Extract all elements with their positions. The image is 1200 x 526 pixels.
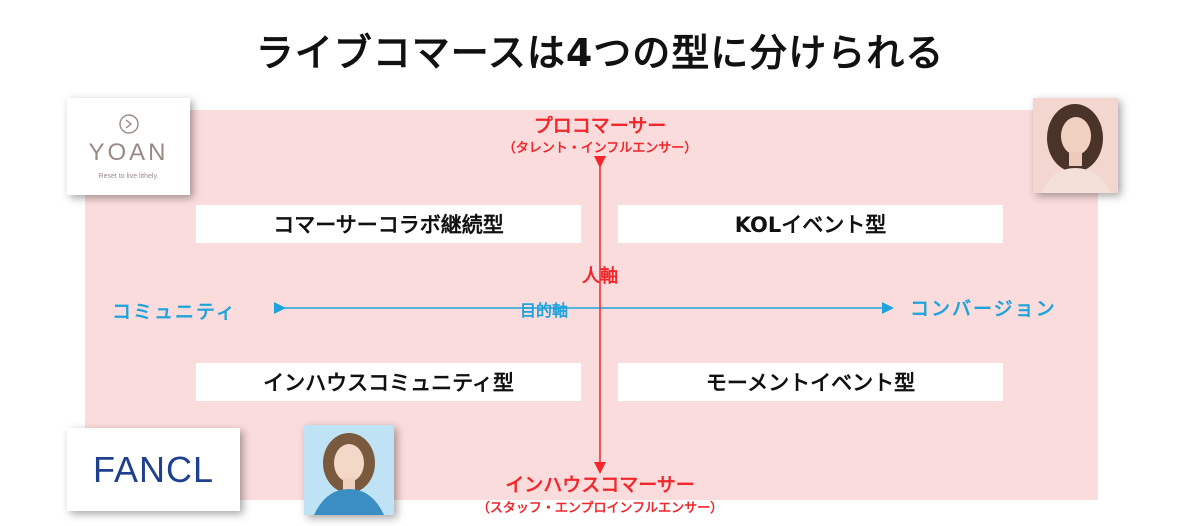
influencer-photo [1033,98,1118,193]
top-axis-label: プロコマーサー [533,115,667,137]
page-title: ライブコマースは4つの型に分けられる [255,31,945,75]
quadrant-bottom-right: モーメントイベント型 [618,363,1003,401]
quadrant-bottom-left: インハウスコミュニティ型 [196,363,581,401]
left-axis-label: コミュニティ [112,301,237,323]
yoan-mark-icon [118,114,139,134]
yoan-logo-text: YOAN [88,139,169,166]
fancl-logo-card: FANCL [67,428,240,511]
staff-photo [304,425,394,515]
vertical-axis-name: 人軸 [582,266,618,287]
top-axis-sublabel: （タレント・インフルエンサー） [502,141,698,156]
quadrant-top-left: コマーサーコラボ継続型 [196,205,581,243]
bottom-axis-sublabel: （スタッフ・エンプロインフルエンサー） [476,501,724,516]
yoan-logo-card: YOAN Reset to live lithely. [67,98,190,195]
horizontal-axis-name: 目的軸 [520,301,569,320]
quadrant-top-right: KOLイベント型 [618,205,1003,243]
bottom-axis-label: インハウスコマーサー [505,474,695,496]
right-axis-label: コンバージョン [910,298,1057,320]
fancl-logo-text: FANCL [92,448,215,490]
yoan-tagline: Reset to live lithely. [98,173,159,180]
